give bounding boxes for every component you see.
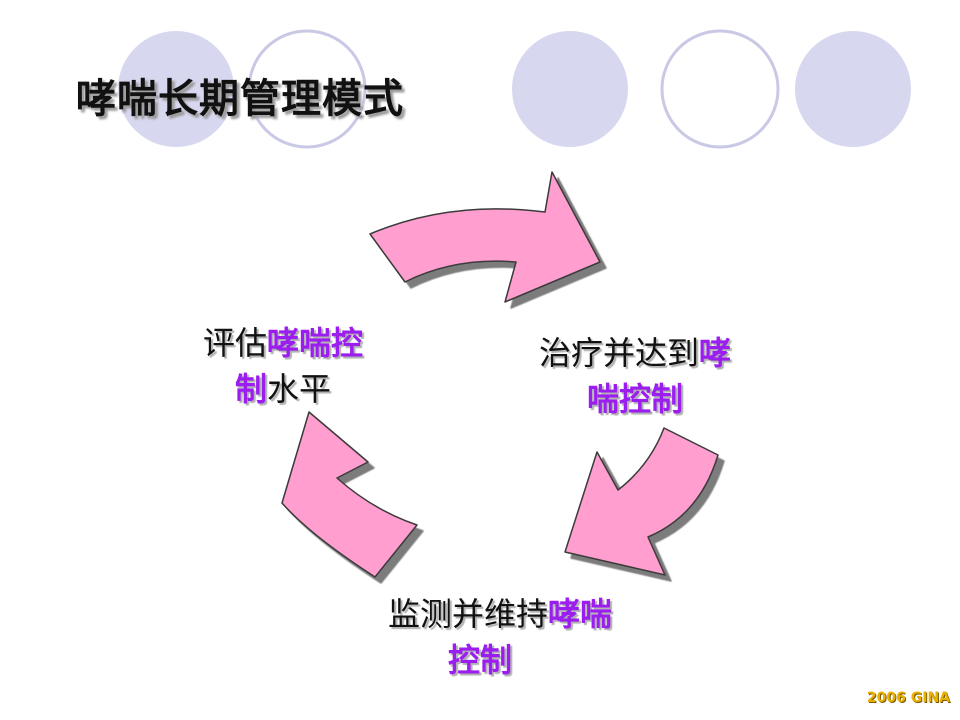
cycle-arrow-right	[564, 427, 719, 576]
step-assess-label: 评估哮喘控 制水平	[178, 320, 388, 412]
step-assess-line1: 评估哮喘控	[178, 320, 388, 366]
step-monitor-line2: 控制	[355, 637, 645, 683]
step-assess-line1-plain: 评估	[202, 324, 267, 362]
step-assess-line1-highlight: 哮喘控	[267, 324, 364, 362]
deco-circle-2	[247, 29, 367, 149]
step-treat-line2-highlight: 喘控制	[586, 380, 683, 418]
step-assess-line2-plain: 水平	[267, 370, 332, 408]
step-assess-line2-highlight: 制	[234, 370, 267, 408]
step-monitor-line1-highlight: 哮喘	[548, 595, 613, 633]
deco-circle-5	[795, 31, 911, 147]
deco-circle-3	[512, 31, 628, 147]
step-monitor-label: 监测并维持哮喘 控制	[355, 591, 645, 683]
step-treat-line2: 喘控制	[510, 376, 760, 422]
step-treat-line1: 治疗并达到哮	[510, 330, 760, 376]
step-treat-line1-plain: 治疗并达到	[538, 334, 699, 372]
deco-circle-4	[660, 29, 780, 149]
step-treat-label: 治疗并达到哮 喘控制	[510, 330, 760, 422]
step-assess-line2: 制水平	[178, 366, 388, 412]
step-monitor-line2-highlight: 控制	[447, 641, 512, 679]
step-monitor-line1-plain: 监测并维持	[387, 595, 548, 633]
footer-source: 2006 GINA	[866, 690, 950, 706]
cycle-arrow-top	[369, 171, 601, 303]
cycle-arrow-left	[281, 411, 418, 578]
step-monitor-line1: 监测并维持哮喘	[355, 591, 645, 637]
slide-title: 哮喘长期管理模式	[76, 76, 404, 122]
deco-circle-1	[118, 31, 234, 147]
step-treat-line1-highlight: 哮	[699, 334, 732, 372]
